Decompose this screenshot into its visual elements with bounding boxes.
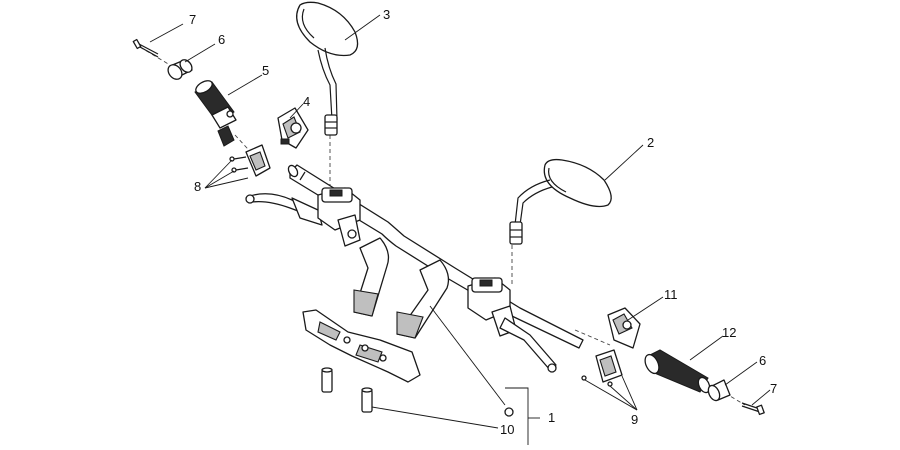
callout-3: 3 xyxy=(383,7,390,22)
callout-5: 5 xyxy=(262,63,269,78)
switch-housing-right xyxy=(607,307,641,349)
callout-4: 4 xyxy=(303,94,310,109)
bar-end-weight-left xyxy=(167,59,193,80)
lower-bracket xyxy=(302,309,421,383)
left-lever xyxy=(245,193,323,226)
assembly-axis-lines xyxy=(139,46,746,406)
left-master-cylinder xyxy=(317,187,361,247)
bolt-7-right xyxy=(741,402,765,416)
callout-1: 1 xyxy=(548,410,555,425)
throttle-grip xyxy=(194,80,237,147)
switch-housing-left xyxy=(277,107,309,149)
left-grip xyxy=(644,349,711,394)
riser-bolts xyxy=(321,367,373,413)
callout-6-left: 6 xyxy=(218,32,225,47)
left-mirror xyxy=(296,1,359,136)
right-master-cylinder xyxy=(467,277,557,373)
callout-7-right: 7 xyxy=(770,381,777,396)
callout-10: 10 xyxy=(500,422,514,437)
callout-labels: 7 6 3 5 4 8 2 11 12 6 7 9 1 10 xyxy=(189,7,777,437)
callout-8: 8 xyxy=(194,179,201,194)
callout-7-left: 7 xyxy=(189,12,196,27)
part-10-plug xyxy=(504,407,514,417)
bar-end-weight-right xyxy=(707,379,731,402)
callout-1-bracket xyxy=(505,387,540,445)
callout-9: 9 xyxy=(631,412,638,427)
callout-6-right: 6 xyxy=(759,353,766,368)
callout-12: 12 xyxy=(722,325,736,340)
leader-lines xyxy=(149,14,771,429)
left-clamp-with-screws xyxy=(229,144,271,177)
callout-2: 2 xyxy=(647,135,654,150)
riser-clamps xyxy=(353,237,450,339)
right-clamp-with-screws xyxy=(581,349,623,387)
right-mirror xyxy=(509,158,612,245)
callout-11: 11 xyxy=(664,287,678,302)
bolt-7-left xyxy=(132,38,159,58)
